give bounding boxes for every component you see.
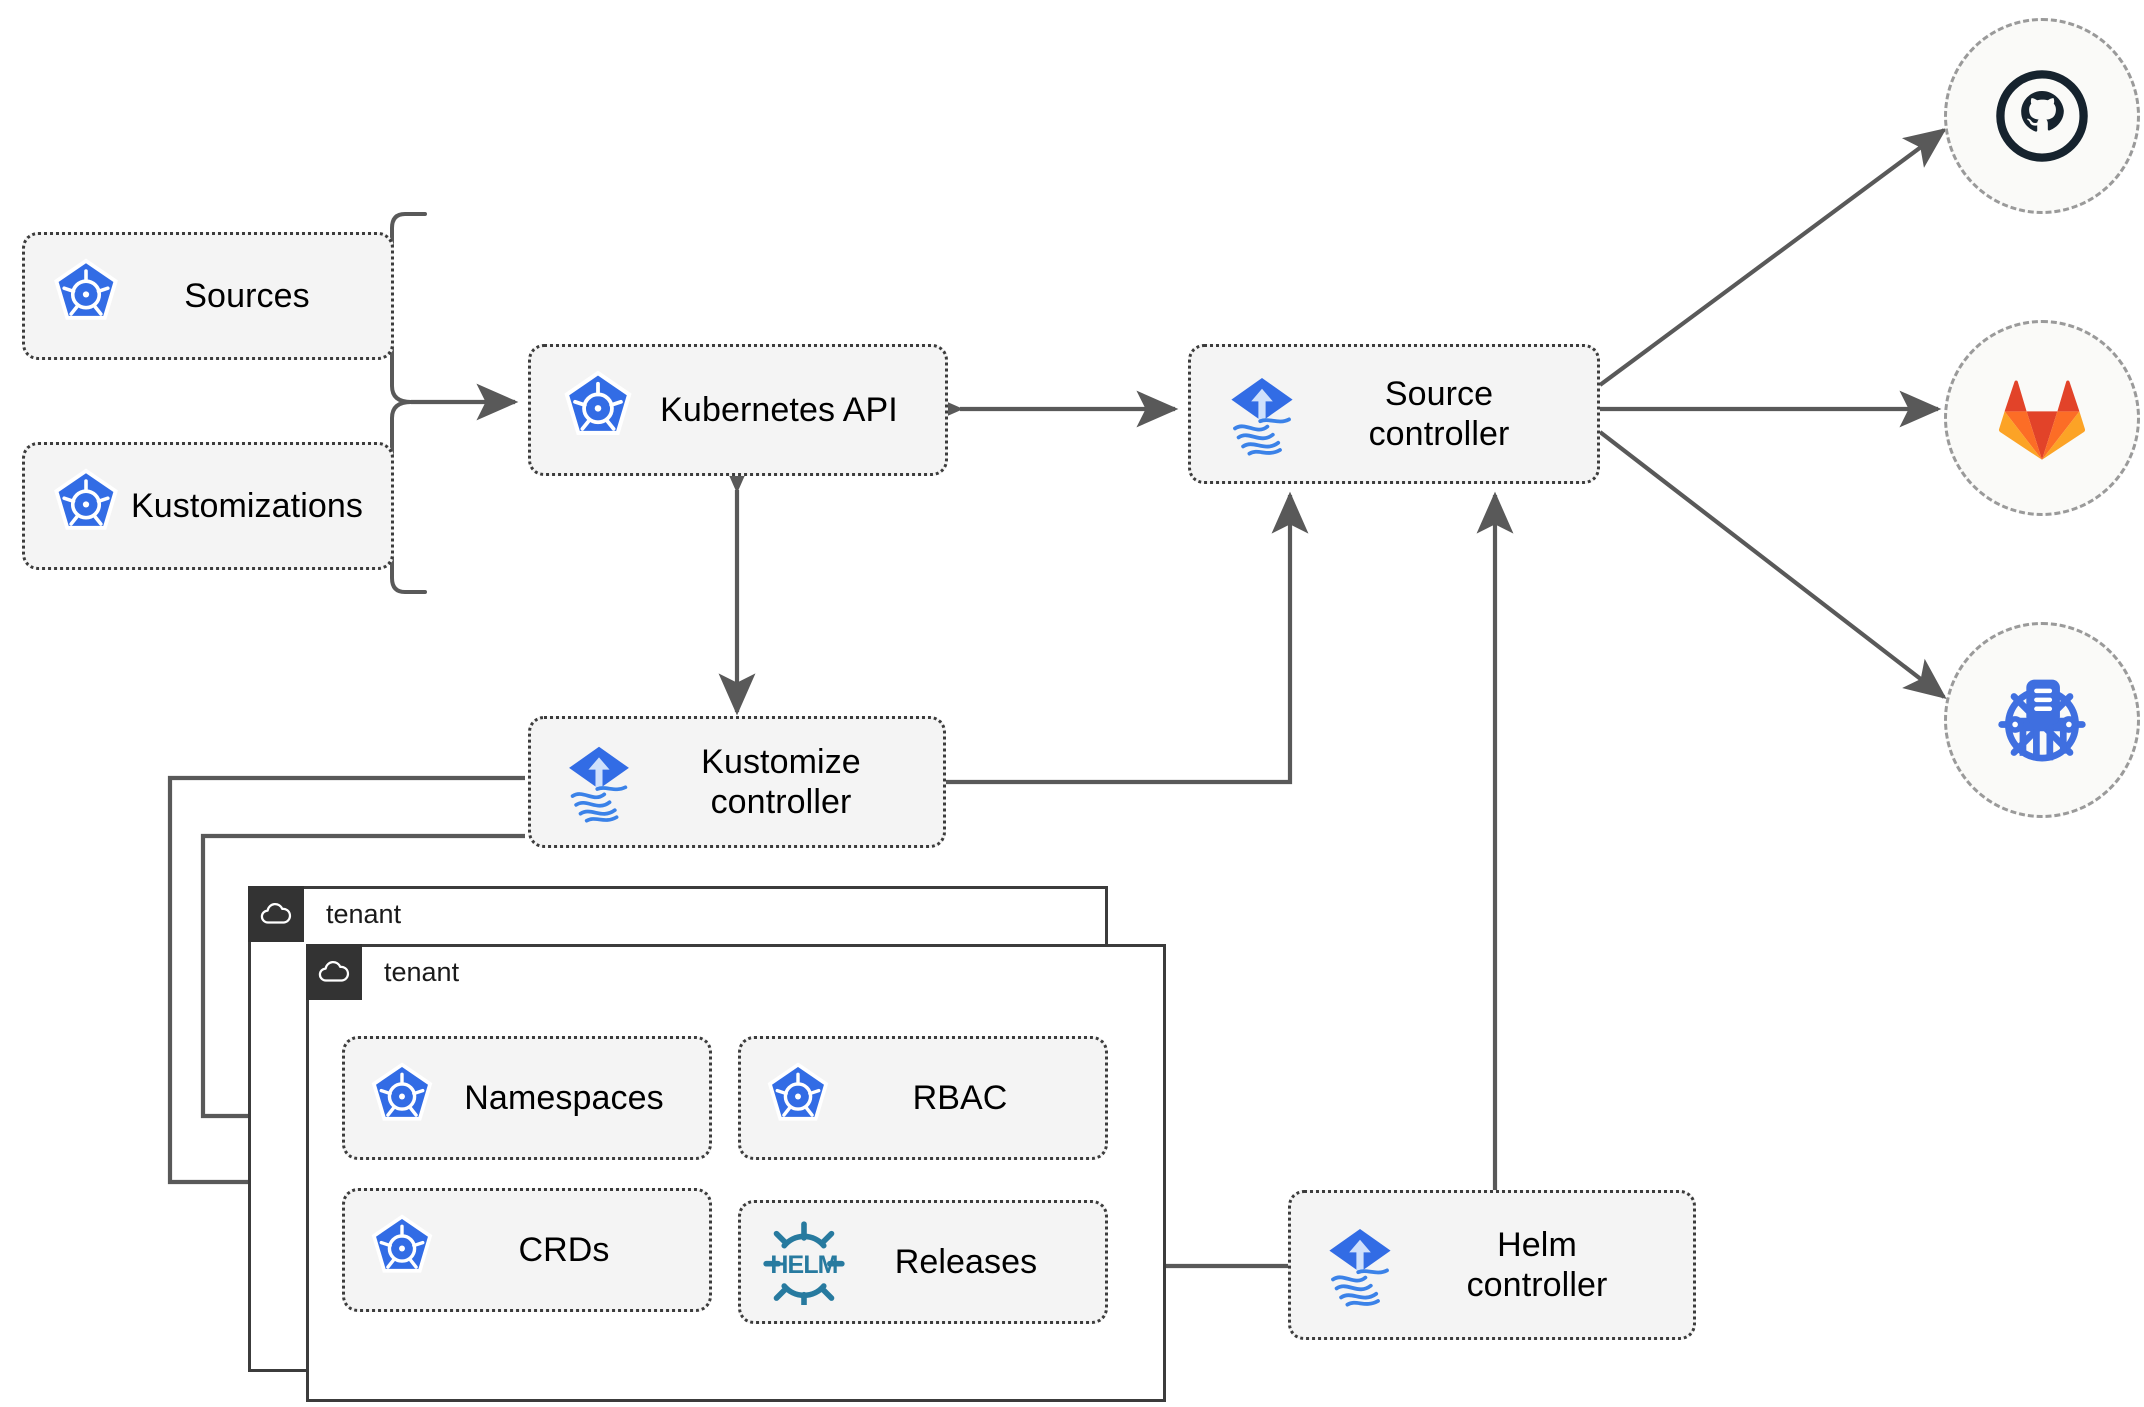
node-label: Source controller: [1307, 374, 1571, 454]
node-namespaces[interactable]: Namespaces: [342, 1036, 712, 1160]
tenant-label: tenant: [384, 956, 460, 987]
node-kustomize-controller[interactable]: Kustomize controller: [528, 716, 946, 848]
node-label: Kustomizations: [131, 486, 363, 525]
svg-text:HELM: HELM: [770, 1251, 837, 1279]
tenant-header: tenant: [306, 944, 459, 1000]
github-icon: [1996, 70, 2088, 162]
node-label: Helm controller: [1405, 1225, 1669, 1305]
bucket-icon: [1998, 679, 2086, 762]
helm-icon: HELM: [761, 1219, 847, 1305]
label-line-2: controller: [1368, 415, 1510, 453]
node-rbac[interactable]: RBAC: [738, 1036, 1108, 1160]
node-kubernetes-api[interactable]: Kubernetes API: [528, 344, 948, 476]
node-kustomizations[interactable]: Kustomizations: [22, 442, 394, 570]
gitlab-icon: [1998, 380, 2086, 460]
kubernetes-icon: [365, 1061, 439, 1135]
node-label: Releases: [894, 1242, 1038, 1281]
label-line-2: controller: [710, 783, 852, 821]
label-line-1: Source: [1384, 374, 1494, 413]
node-label: CRDs: [518, 1230, 610, 1269]
node-label: RBAC: [912, 1078, 1008, 1117]
provider-gitlab[interactable]: [1944, 320, 2140, 516]
provider-github[interactable]: [1944, 18, 2140, 214]
tenant-label: tenant: [326, 898, 402, 929]
node-label: Namespaces: [464, 1078, 664, 1117]
kubernetes-icon: [365, 1213, 439, 1287]
node-helm-controller[interactable]: Helm controller: [1288, 1190, 1696, 1340]
kubernetes-icon: [47, 467, 125, 545]
tenant-box-inner[interactable]: tenant: [306, 944, 1166, 1402]
node-sources[interactable]: Sources: [22, 232, 394, 360]
node-label: Sources: [184, 276, 310, 315]
label-line-2: controller: [1466, 1266, 1608, 1304]
provider-bucket[interactable]: [1944, 622, 2140, 818]
node-label: Kustomize controller: [643, 742, 919, 822]
flux-icon: [1315, 1220, 1405, 1310]
kubernetes-icon: [557, 369, 639, 451]
label-line-1: Helm: [1497, 1225, 1577, 1264]
node-crds[interactable]: CRDs: [342, 1188, 712, 1312]
flux-icon: [555, 738, 643, 826]
flux-icon: [1217, 369, 1307, 459]
kubernetes-icon: [761, 1061, 835, 1135]
cloud-icon: [248, 886, 304, 942]
node-source-controller[interactable]: Source controller: [1188, 344, 1600, 484]
node-releases[interactable]: HELM Releases: [738, 1200, 1108, 1324]
kubernetes-icon: [47, 257, 125, 335]
label-line-1: Kustomize: [701, 742, 861, 781]
tenant-header: tenant: [248, 886, 401, 942]
node-label: Kubernetes API: [660, 390, 898, 429]
cloud-icon: [306, 944, 362, 1000]
